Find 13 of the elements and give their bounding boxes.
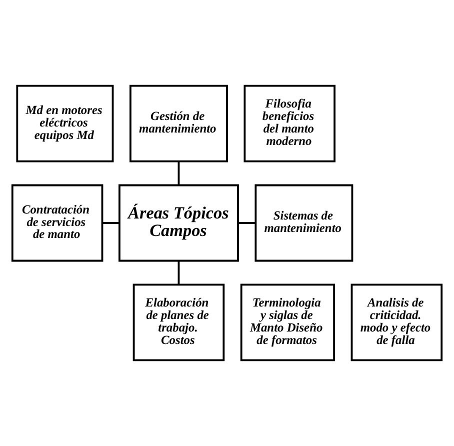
node-box: Filosofia beneficios del manto moderno [244, 84, 336, 162]
node-box: Analisis de criticidad. modo y efecto de falla [350, 284, 443, 362]
node-box: Md en motores eléctricos equipos Md [16, 84, 114, 162]
node-box: Gestión de mantenimiento [130, 84, 228, 162]
connector [102, 222, 120, 224]
node-box: Terminologia y siglas de Manto Diseño de formatos [240, 284, 336, 362]
connector [238, 222, 256, 224]
node-box: Elaboración de planes de trabajo. Costos [132, 284, 225, 362]
node-box: Áreas Tópicos Campos [118, 184, 239, 262]
node-box: Contratación de servicios de manto [11, 184, 104, 262]
node-box: Sistemas de mantenimiento [254, 184, 354, 262]
connector [178, 161, 180, 186]
connector [178, 260, 180, 285]
